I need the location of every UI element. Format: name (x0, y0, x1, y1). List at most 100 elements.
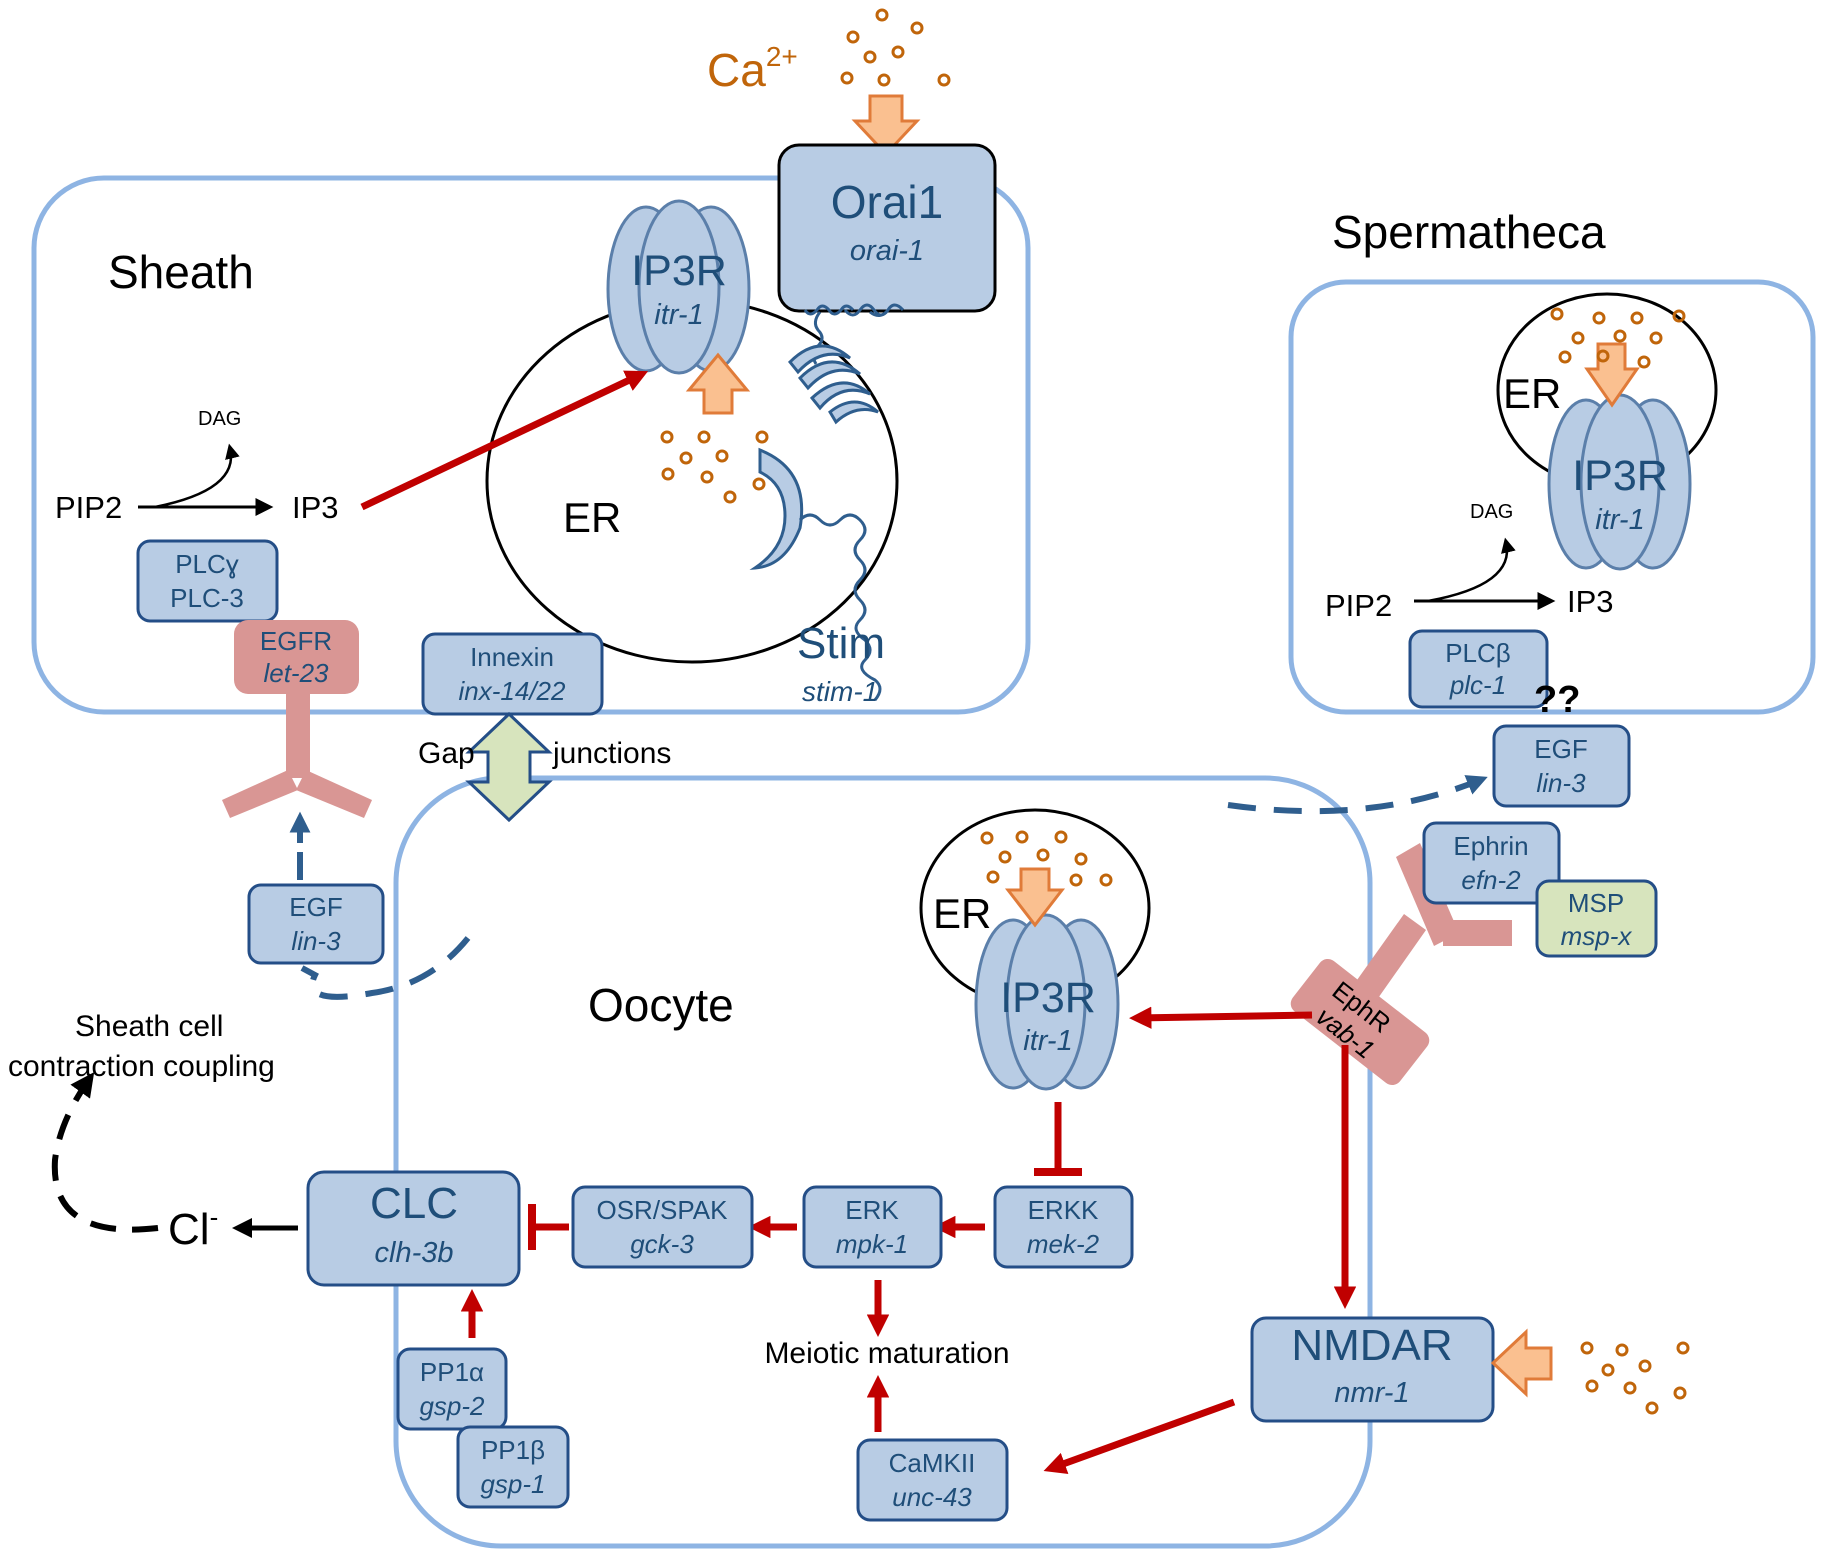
plc-gamma-box: PLCɣ PLC-3 (136, 539, 279, 623)
orai1-channel: Orai1 orai-1 (777, 143, 997, 313)
spermatheca-ip3-label: IP3 (1567, 584, 1614, 619)
nmdar-to-camkii-arrow (1043, 1398, 1236, 1474)
egfr-title: EGFR (260, 626, 332, 656)
ip3r-sheath: IP3R itr-1 (606, 199, 751, 375)
erk-box: ERK mpk-1 (802, 1185, 943, 1269)
calcium-ions-oocyte-er (980, 830, 1113, 887)
sheath-contraction-line2: contraction coupling (8, 1050, 275, 1083)
spermatheca-dag-branch-arrow (1427, 537, 1516, 603)
plc-gamma-title: PLCɣ (175, 549, 239, 579)
plc-beta-title: PLCβ (1445, 638, 1511, 668)
spermatheca-cell-outline (1288, 279, 1816, 715)
msp-box: MSP msp-x (1535, 879, 1658, 958)
orai1-coils (803, 303, 905, 365)
innexin-box: Innexin inx-14/22 (421, 632, 604, 716)
innexin-title: Innexin (470, 642, 554, 672)
innexin-gene: inx-14/22 (459, 676, 566, 706)
camkii-title: CaMKII (889, 1448, 976, 1478)
sheath-dag-label: DAG (198, 408, 241, 430)
erk-title: ERK (845, 1195, 899, 1225)
pp1-alpha-gene: gsp-2 (419, 1391, 485, 1421)
ip3r-oocyte-gene: itr-1 (1023, 1025, 1072, 1057)
meiotic-maturation-label: Meiotic maturation (764, 1337, 1009, 1370)
calcium-ions-sheath-er (660, 430, 769, 504)
ip3r-sheath-title: IP3R (631, 247, 727, 295)
osr-spak-box: OSR/SPAK gck-3 (571, 1185, 754, 1269)
msp-title: MSP (1568, 888, 1624, 918)
clc-gene: clh-3b (375, 1237, 454, 1269)
erkk-title: ERKK (1028, 1195, 1099, 1225)
calcium-label: Ca2+ (707, 41, 798, 96)
ip3r-spermatheca: IP3R itr-1 (1547, 393, 1692, 571)
calcium-influx-arrow-orai (851, 94, 921, 157)
junctions-label: junctions (552, 737, 671, 770)
nmdar-box: NMDAR nmr-1 (1250, 1316, 1495, 1423)
stim-oligomers-upper (787, 344, 879, 425)
spermatheca-dag-label: DAG (1470, 501, 1513, 523)
calcium-ions-nmdar (1580, 1341, 1690, 1415)
sheath-pip2-label: PIP2 (55, 490, 122, 525)
ephrin-title: Ephrin (1453, 831, 1528, 861)
plc-beta-gene: plc-1 (1449, 670, 1506, 700)
ephrin-gene: efn-2 (1461, 865, 1521, 895)
pp1-beta-title: PP1β (481, 1435, 545, 1465)
stim-gene: stim-1 (802, 676, 878, 707)
clc-box: CLC clh-3b (306, 1170, 521, 1287)
question-marks: ?? (1534, 679, 1580, 721)
egf-oocyte-box: EGF lin-3 (247, 883, 385, 965)
camkii-box: CaMKII unc-43 (856, 1438, 1009, 1522)
calcium-ions-spermatheca (1550, 307, 1686, 369)
chloride-symbol: Cl (168, 1205, 210, 1254)
stim-protein: Stim stim-1 (749, 447, 885, 707)
ip3r-spermatheca-title: IP3R (1572, 452, 1668, 500)
pp1-beta-gene: gsp-1 (480, 1469, 545, 1499)
sheath-er-calcium-release-arrow (685, 352, 751, 415)
pp1-alpha-box: PP1α gsp-2 (396, 1347, 508, 1431)
sheath-dag-branch-arrow (154, 443, 240, 509)
erkk-box: ERKK mek-2 (993, 1185, 1134, 1269)
ip3r-spermatheca-gene: itr-1 (1595, 504, 1644, 536)
sheath-contraction-line1: Sheath cell (75, 1010, 223, 1043)
sheath-er-label: ER (563, 494, 621, 541)
ip3r-oocyte: IP3R itr-1 (974, 913, 1120, 1091)
plc-beta-box: PLCβ plc-1 (1408, 629, 1549, 709)
spermatheca-label: Spermatheca (1332, 206, 1606, 258)
egf-oocyte-gene: lin-3 (291, 926, 341, 956)
egfr-receptor: EGFR let-23 (222, 620, 372, 818)
erkk-gene: mek-2 (1027, 1229, 1100, 1259)
pp1-alpha-title: PP1α (420, 1357, 484, 1387)
ip3r-oocyte-title: IP3R (1000, 974, 1096, 1022)
osr-spak-title: OSR/SPAK (596, 1195, 728, 1225)
egf-spermatheca-box: EGF lin-3 (1492, 724, 1631, 808)
sheath-label: Sheath (108, 246, 254, 298)
ip3r-sheath-gene: itr-1 (654, 299, 703, 331)
msp-gene: msp-x (1561, 921, 1633, 951)
calcium-symbol: Ca (707, 44, 766, 96)
pp1-beta-box: PP1β gsp-1 (456, 1425, 570, 1509)
spermatheca-pip2-label: PIP2 (1325, 588, 1392, 623)
egf-spermatheca-title: EGF (1534, 734, 1587, 764)
sheath-ip3-label: IP3 (292, 490, 339, 525)
calcium-ions-top (840, 8, 951, 87)
nmdar-title: NMDAR (1291, 1321, 1452, 1370)
ephrin-box: Ephrin efn-2 (1422, 821, 1561, 905)
calcium-charge: 2+ (766, 41, 798, 72)
gap-junction-arrow (465, 711, 553, 823)
egf-spermatheca-gene: lin-3 (1536, 768, 1586, 798)
orai1-gene: orai-1 (850, 235, 924, 267)
clc-title: CLC (370, 1179, 458, 1228)
ip3-to-ip3r-arrow (360, 370, 649, 511)
oocyte-to-egf-dashed-arrow (1227, 775, 1488, 815)
plc-gamma-gene: PLC-3 (170, 583, 244, 613)
ephr-to-ip3r-arrow (1129, 1006, 1313, 1029)
stim-title: Stim (797, 619, 885, 668)
camkii-gene: unc-43 (892, 1482, 972, 1512)
spermatheca-er-label: ER (1503, 370, 1561, 417)
calcium-influx-arrow-nmdar (1490, 1328, 1553, 1398)
chloride-charge: - (210, 1202, 219, 1232)
gap-label: Gap (418, 737, 475, 770)
egf-oocyte-title: EGF (289, 892, 342, 922)
cl-to-contraction-dashed-arrow (51, 1072, 159, 1233)
egfr-gene: let-23 (263, 658, 329, 688)
